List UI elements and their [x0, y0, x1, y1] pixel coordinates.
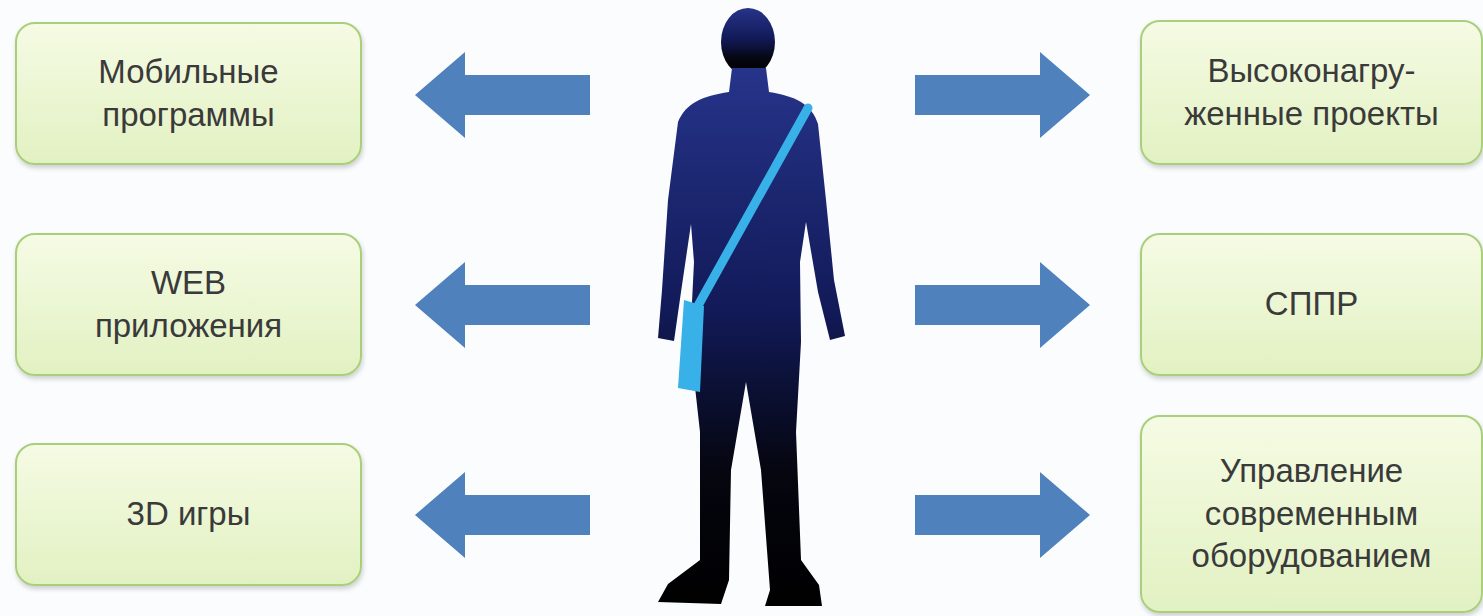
- shoulder-bag: [678, 108, 808, 392]
- person-head: [721, 8, 775, 76]
- category-box: WEB приложения: [15, 233, 362, 376]
- box-label: СППР: [1265, 283, 1358, 326]
- box-label: 3D игры: [127, 493, 251, 536]
- arrow: [915, 262, 1090, 348]
- arrow: [915, 52, 1090, 138]
- person-silhouette: [658, 8, 845, 606]
- person-body: [658, 68, 845, 606]
- box-label: WEB приложения: [74, 262, 304, 348]
- category-box: Управление современным оборудованием: [1140, 415, 1483, 613]
- category-box: Высоконагру- женные проекты: [1140, 20, 1483, 165]
- arrow: [915, 472, 1090, 558]
- box-label: Мобильные программы: [39, 51, 339, 137]
- category-box: 3D игры: [15, 443, 362, 586]
- arrow: [415, 262, 590, 348]
- box-label: Высоконагру- женные проекты: [1147, 50, 1477, 136]
- bag-strap: [690, 108, 808, 320]
- arrow: [415, 472, 590, 558]
- arrow: [415, 52, 590, 138]
- bag: [678, 300, 704, 392]
- category-box: СППР: [1140, 233, 1483, 376]
- category-box: Мобильные программы: [15, 22, 362, 165]
- box-label: Управление современным оборудованием: [1147, 450, 1477, 579]
